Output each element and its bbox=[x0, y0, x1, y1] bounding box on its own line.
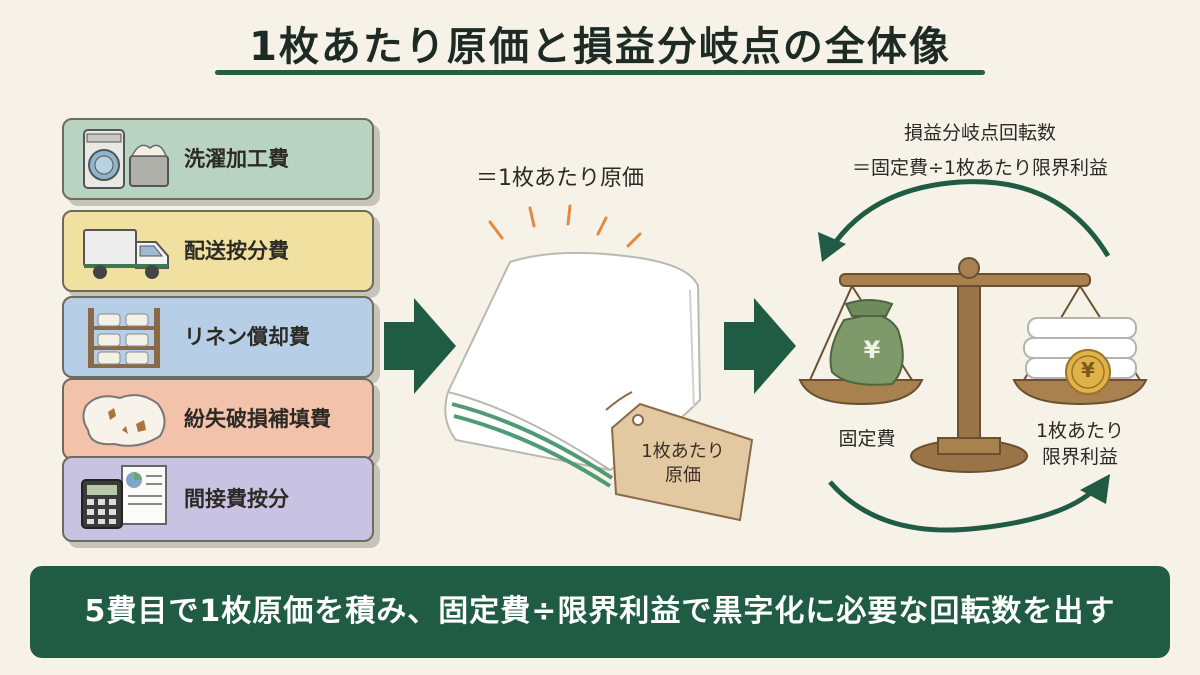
damaged-cloth-icon bbox=[82, 394, 166, 447]
calculator-document-icon bbox=[81, 465, 167, 529]
marginal-profit-label-line2: 限界利益 bbox=[1041, 446, 1118, 468]
price-tag-line2: 原価 bbox=[665, 465, 701, 486]
linen-shelf-icon bbox=[88, 308, 160, 368]
money-bag-yen-symbol: ¥ bbox=[863, 336, 881, 364]
page-title: 1枚あたり原価と損益分岐点の全体像 bbox=[249, 24, 951, 70]
marginal-profit-label-line1: 1枚あたり bbox=[1035, 420, 1125, 442]
delivery-truck-icon bbox=[83, 229, 169, 279]
sparkle-icon bbox=[488, 204, 642, 248]
breakeven-formula: ＝固定費÷1枚あたり限界利益 bbox=[851, 157, 1108, 179]
cost-block-overhead: 間接費按分 bbox=[62, 456, 374, 542]
fixed-cost-label: 固定費 bbox=[838, 428, 896, 450]
price-tag-text: 1枚あたり 原価 bbox=[628, 440, 738, 488]
unit-cost-label: ＝1枚あたり原価 bbox=[476, 166, 644, 191]
cycle-arrow-top-icon bbox=[827, 179, 1111, 258]
cost-block-delivery: 配送按分費 bbox=[62, 210, 374, 292]
cycle-arrow-bottom-icon bbox=[828, 480, 1102, 533]
price-tag-line1: 1枚あたり bbox=[641, 441, 725, 462]
cost-block-washing: 洗濯加工費 bbox=[62, 118, 374, 200]
cost-block-linen: リネン償却費 bbox=[62, 296, 374, 378]
money-bag-icon bbox=[829, 299, 904, 386]
cost-block-label: 紛失破損補填費 bbox=[184, 407, 331, 431]
balance-scale-icon bbox=[798, 257, 1148, 473]
marginal-profit-label: 1枚あたり 限界利益 bbox=[1020, 418, 1140, 470]
right-arrow-icon bbox=[384, 298, 456, 394]
summary-banner: 5費目で1枚原価を積み、固定費÷限界利益で黒字化に必要な回転数を出す bbox=[30, 566, 1170, 658]
breakeven-formula-title: 損益分岐点回転数 bbox=[903, 122, 1056, 144]
yen-coin-icon bbox=[1065, 349, 1111, 395]
right-arrow-icon bbox=[724, 298, 796, 394]
cost-block-label: 間接費按分 bbox=[184, 487, 289, 511]
coin-yen-symbol: ¥ bbox=[1081, 358, 1095, 382]
washing-machine-icon bbox=[83, 129, 169, 189]
cost-block-label: 洗濯加工費 bbox=[184, 147, 289, 171]
title-underline bbox=[215, 70, 985, 75]
cost-block-label: リネン償却費 bbox=[184, 325, 310, 349]
cost-block-label: 配送按分費 bbox=[184, 239, 289, 263]
price-tag-icon bbox=[605, 391, 754, 522]
summary-banner-text: 5費目で1枚原価を積み、固定費÷限界利益で黒字化に必要な回転数を出す bbox=[84, 594, 1116, 629]
